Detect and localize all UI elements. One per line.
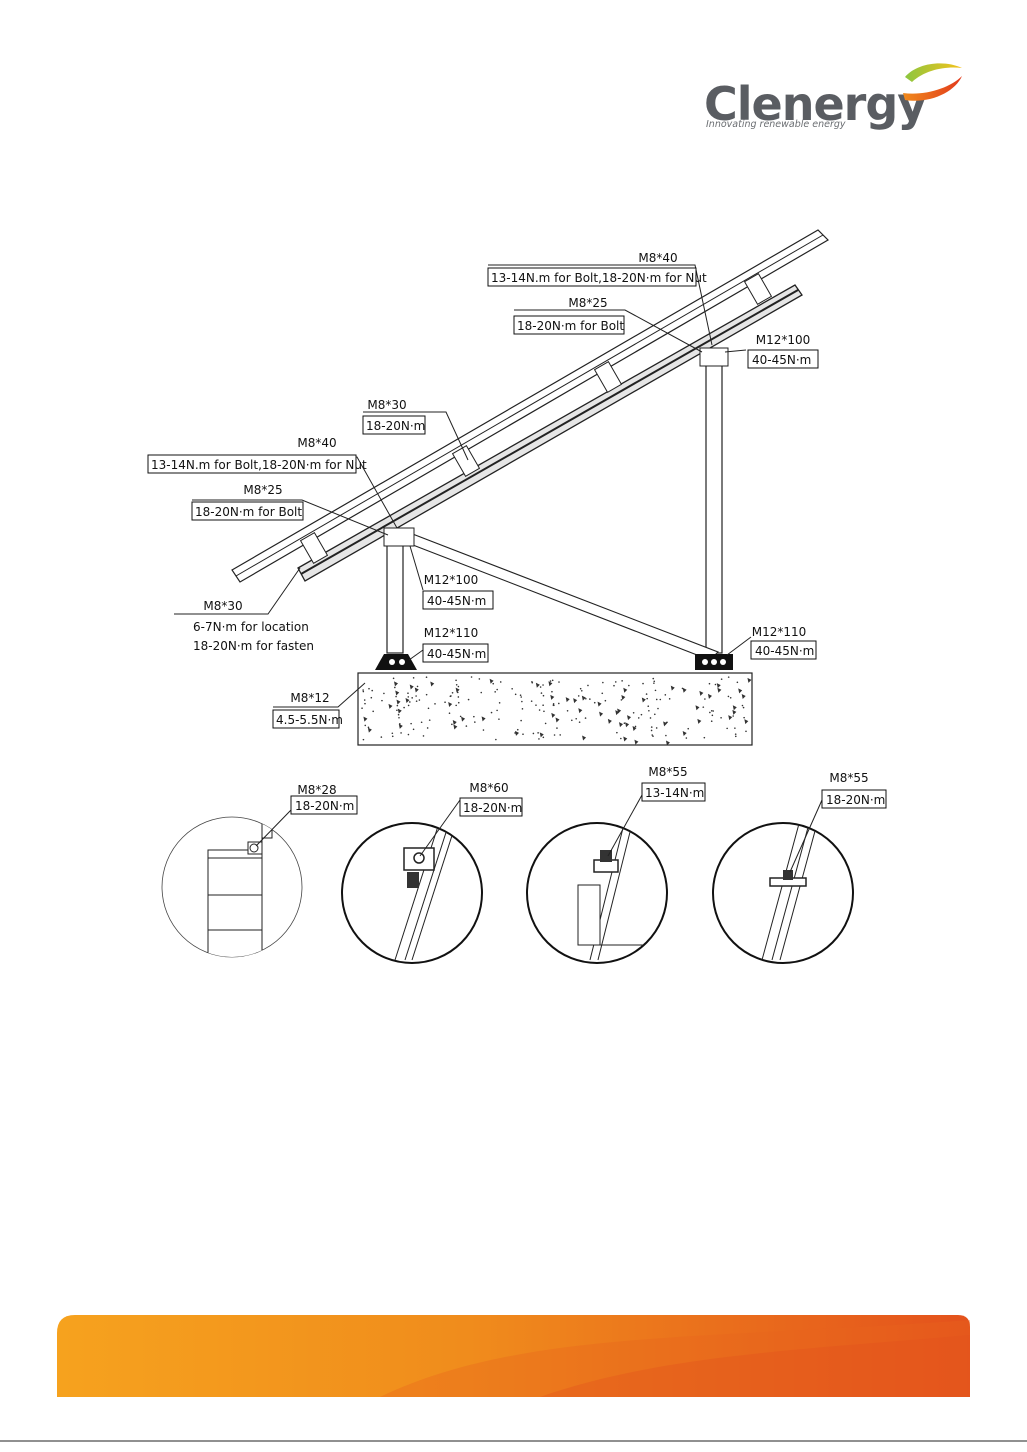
front-foot [375, 654, 417, 670]
rail-fastening-note: M8*30 6-7N·m for location 18-20N·m for f… [193, 599, 314, 653]
detail-torque: 13-14N·m [645, 786, 704, 800]
detail-torque: 18-20N·m [826, 793, 885, 807]
callout-torque: 40-45N·m [427, 594, 486, 608]
footer-banner [57, 1315, 970, 1397]
callout-spec: M8*30 [367, 398, 406, 412]
callout-anchor-m8x12: M8*12 4.5-5.5N·m [272, 691, 343, 729]
detail-torque: 18-20N·m [463, 801, 522, 815]
callout-torque: 18-20N·m for Bolt [517, 319, 624, 333]
callout-top-bolt-m8x40: M8*40 13-14N.m for Bolt,18-20N·m for Nut [487, 251, 707, 287]
callout-top-bolt-m12x100: M12*100 40-45N·m [747, 333, 819, 369]
detail-spec: M8*60 [469, 781, 508, 795]
concrete-foundation [357, 672, 753, 746]
callout-front-foot-m12x110: M12*110 40-45N·m [422, 626, 489, 663]
front-leg [386, 544, 404, 654]
callout-torque: 13-14N.m for Bolt,18-20N·m for Nut [491, 271, 707, 285]
callout-spec: M8*25 [243, 483, 282, 497]
callout-front-bolt-m8x25: M8*25 18-20N·m for Bolt [191, 483, 304, 521]
panel-clamps [299, 273, 773, 564]
logo-swoosh-green-icon [905, 63, 962, 82]
callout-front-bolt-m12x100: M12*100 40-45N·m [422, 573, 494, 610]
rail-note-line1: 6-7N·m for location [193, 620, 309, 634]
brand-tagline: Innovating renewable energy [706, 119, 846, 130]
callout-spec: M8*40 [297, 436, 336, 450]
rear-leg [705, 364, 723, 654]
detail-torque: 18-20N·m [295, 799, 354, 813]
callout-torque: 13-14N.m for Bolt,18-20N·m for Nut [151, 458, 367, 472]
front-bracket [383, 527, 415, 547]
callout-spec: M12*100 [756, 333, 811, 347]
callout-torque: 18-20N·m [366, 419, 425, 433]
callout-mid-bolt-m8x30: M8*30 18-20N·m [362, 398, 426, 435]
rail-note-spec: M8*30 [203, 599, 242, 613]
brand-name: Clenergy [704, 77, 927, 131]
detail-spec: M8*55 [829, 771, 868, 785]
callout-spec: M12*110 [424, 626, 479, 640]
callout-torque: 40-45N·m [755, 644, 814, 658]
callout-spec: M8*12 [290, 691, 329, 705]
detail-view-4: M8*55 18-20N·m [712, 771, 887, 964]
callout-spec: M12*110 [752, 625, 807, 639]
detail-view-2: M8*60 18-20N·m [341, 781, 523, 964]
rear-bracket [699, 347, 729, 367]
callout-spec: M12*100 [424, 573, 479, 587]
callout-torque: 4.5-5.5N·m [276, 713, 343, 727]
callout-spec: M8*25 [568, 296, 607, 310]
detail-spec: M8*28 [297, 783, 336, 797]
callout-spec: M8*40 [638, 251, 677, 265]
mounting-structure [231, 229, 829, 670]
clenergy-logo: Clenergy Innovating renewable energy [704, 63, 962, 131]
detail-view-3: M8*55 13-14N·m [526, 765, 706, 964]
callout-torque: 40-45N·m [427, 647, 486, 661]
callout-rear-foot-m12x110: M12*110 40-45N·m [750, 625, 817, 660]
detail-spec: M8*55 [648, 765, 687, 779]
callout-top-bolt-m8x25: M8*25 18-20N·m for Bolt [513, 296, 625, 335]
callout-torque: 40-45N·m [752, 353, 811, 367]
detail-view-1: M8*28 18-20N·m [161, 783, 358, 958]
rail-note-line2: 18-20N·m for fasten [193, 639, 314, 653]
solar-panel [231, 229, 829, 583]
callout-front-bolt-m8x40: M8*40 13-14N.m for Bolt,18-20N·m for Nut [147, 436, 367, 474]
logo-swoosh-orange-icon [903, 76, 962, 101]
callout-torque: 18-20N·m for Bolt [195, 505, 302, 519]
